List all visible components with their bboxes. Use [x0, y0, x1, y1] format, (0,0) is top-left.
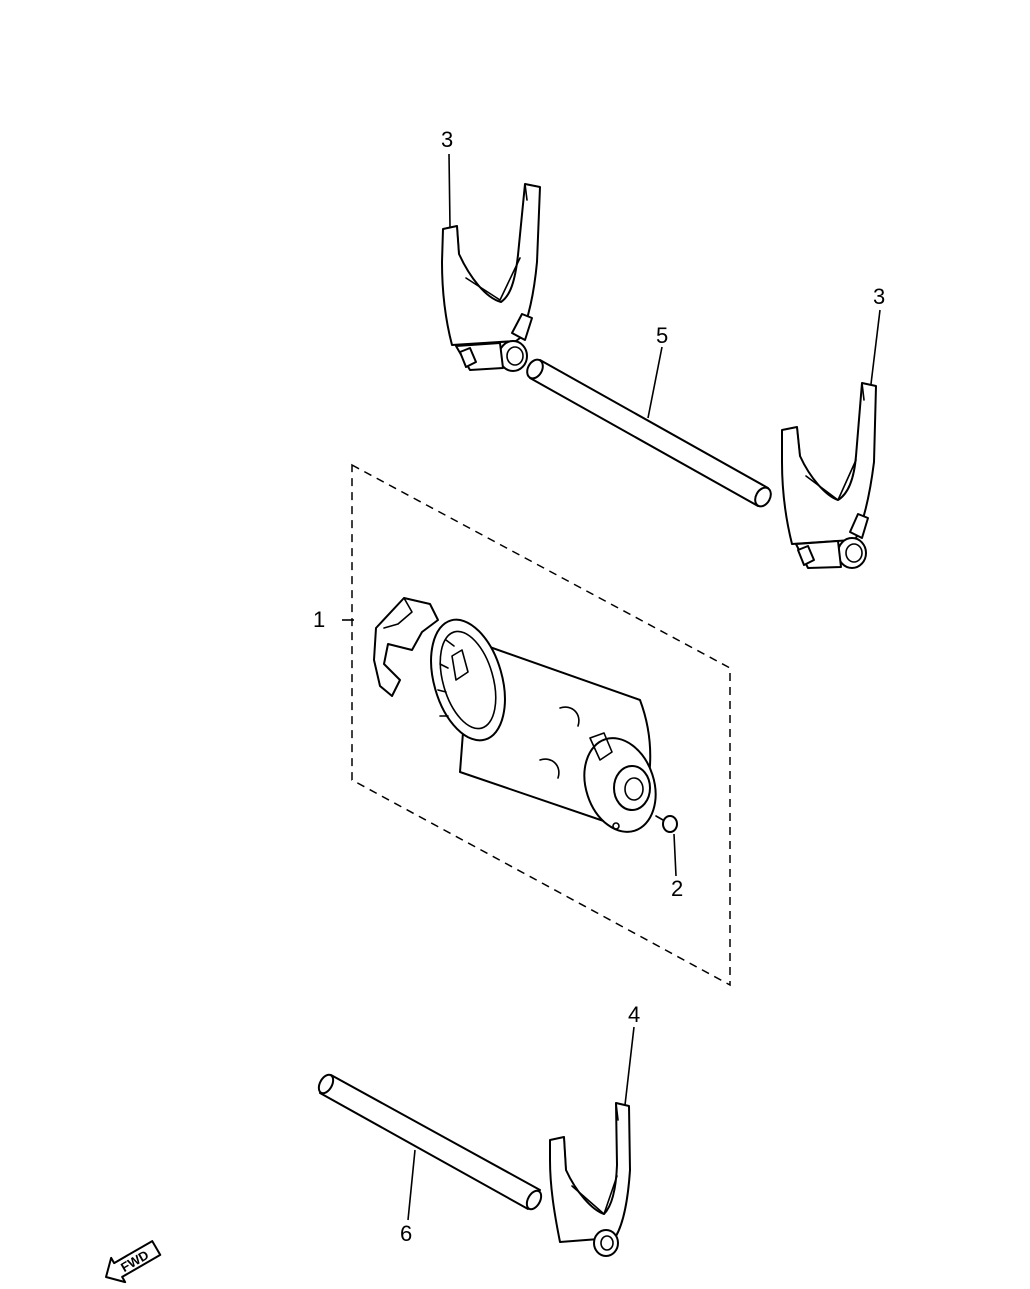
leader-3-upper: [448, 153, 451, 228]
fwd-arrow-icon: FWD: [105, 1240, 162, 1284]
leader-4: [624, 1026, 635, 1106]
shift-fork-guide-bar-upper: [526, 358, 772, 508]
stopper-pin: [655, 815, 678, 833]
leader-2: [673, 833, 677, 877]
leader-3-right: [870, 309, 881, 385]
shift-fork-guide-bar-lower: [317, 1073, 543, 1211]
leader-6: [407, 1149, 416, 1221]
shift-fork-upper-left: [441, 183, 541, 372]
leader-5: [647, 346, 663, 419]
callout-5: 5: [656, 323, 668, 348]
shift-fork-right: [781, 382, 877, 569]
callout-2: 2: [671, 876, 683, 901]
assembly-boundary: [351, 463, 731, 987]
callout-4: 4: [628, 1002, 640, 1027]
callout-6: 6: [400, 1221, 412, 1246]
callout-1: 1: [313, 607, 325, 632]
callout-3-right: 3: [873, 284, 885, 309]
shift-drum-assembly: [373, 597, 657, 833]
callout-3-upper: 3: [441, 127, 453, 152]
shift-fork-lower: [549, 1102, 631, 1257]
